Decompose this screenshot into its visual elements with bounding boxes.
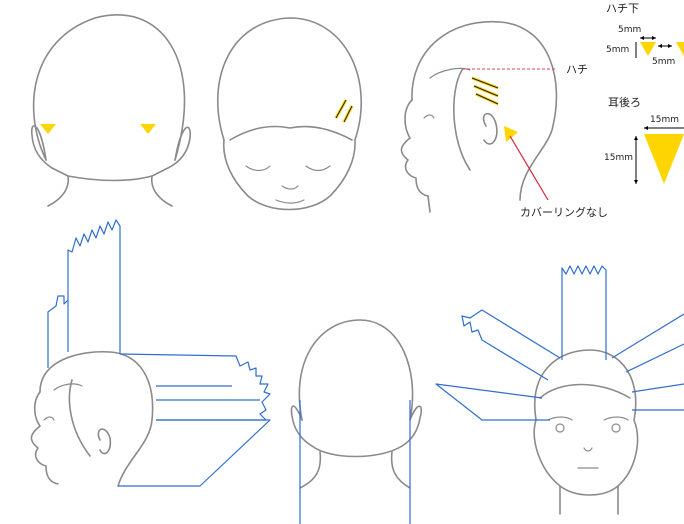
dim-5mm-left: 5mm bbox=[606, 45, 629, 55]
legend-mimi-ushiro-title: 耳後ろ bbox=[608, 95, 641, 109]
head-front-bowed-view bbox=[218, 18, 361, 210]
legend-triangle-small-1 bbox=[640, 42, 656, 56]
yellow-marker-behind-ear bbox=[504, 126, 518, 142]
legend-hachi-shita-title: ハチ下 bbox=[606, 2, 639, 15]
dim-5mm-top: 5mm bbox=[618, 25, 641, 35]
yellow-marker-right-ear bbox=[140, 124, 156, 134]
head-side-sections bbox=[31, 220, 270, 486]
label-covering-none: カバーリングなし bbox=[520, 205, 608, 219]
dim-15mm-top: 15mm bbox=[650, 115, 679, 125]
legend-triangle-large bbox=[644, 134, 684, 184]
pointer-line bbox=[510, 136, 548, 200]
dim-15mm-left: 15mm bbox=[604, 153, 633, 163]
head-back-sections bbox=[291, 320, 421, 524]
head-back-view bbox=[32, 15, 191, 206]
label-hachi: ハチ bbox=[566, 63, 588, 76]
head-side-view: ハチ カバーリングなし bbox=[401, 22, 608, 219]
legend-triangle-small-2 bbox=[676, 42, 684, 56]
head-front-sections bbox=[436, 266, 684, 514]
dim-5mm-right: 5mm bbox=[652, 57, 675, 67]
yellow-marker-left-ear bbox=[40, 124, 56, 134]
legend: ハチ下 5mm 5mm 5mm 耳後ろ 15mm 15mm bbox=[604, 2, 684, 184]
hatched-sections bbox=[472, 78, 498, 104]
